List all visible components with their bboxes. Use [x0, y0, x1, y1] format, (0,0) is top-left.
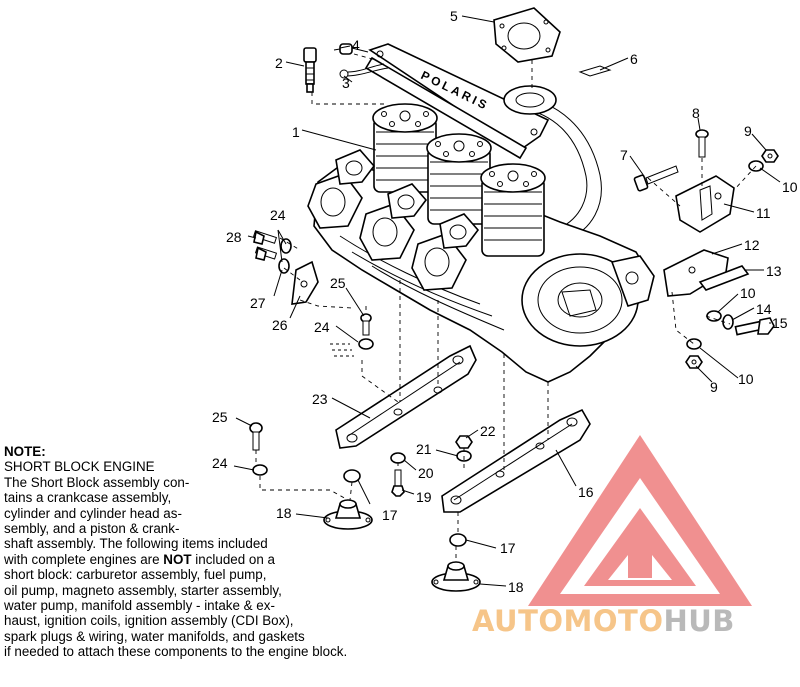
watermark-logo — [528, 435, 752, 606]
callout-15: 15 — [772, 315, 788, 331]
callout-4: 4 — [352, 37, 360, 53]
note-line: oil pump, magneto assembly, starter asse… — [4, 582, 282, 598]
callout-9-bottom: 9 — [710, 379, 718, 395]
callout-25-left: 25 — [212, 409, 228, 425]
callout-24-top: 24 — [270, 207, 286, 223]
rubber-mount-18-left — [323, 499, 373, 530]
note-title: SHORT BLOCK ENGINE — [4, 459, 155, 475]
callout-24-lower: 24 — [212, 455, 228, 471]
rubber-mount-18-right — [431, 561, 481, 592]
bolt-19 — [391, 469, 405, 497]
bracket-12 — [663, 249, 729, 297]
bolt-15 — [734, 317, 775, 336]
nut-9-bottom — [685, 355, 703, 369]
temp-sensor — [333, 43, 369, 55]
nut-9-top — [761, 149, 779, 163]
callout-20: 20 — [418, 465, 434, 481]
note-line: short block: carburetor assembly, fuel p… — [4, 567, 267, 583]
callout-10-mid: 10 — [740, 285, 756, 301]
callout-5: 5 — [450, 8, 458, 24]
callout-16: 16 — [578, 484, 594, 500]
callout-22: 22 — [480, 423, 496, 439]
callout-28: 28 — [226, 229, 242, 245]
leader-lines — [233, 15, 781, 587]
callout-18-left: 18 — [276, 505, 292, 521]
callout-10-top: 10 — [782, 179, 798, 195]
note-line: tains a crankcase assembly, — [4, 490, 172, 506]
nut-22 — [455, 435, 473, 449]
note-line-emphasis: with complete engines are NOT included o… — [4, 551, 275, 567]
note-line: spark plugs & wiring, water manifolds, a… — [4, 628, 305, 644]
note-line: cylinder and cylinder head as- — [4, 505, 182, 521]
callout-23: 23 — [312, 391, 328, 407]
washer-27-left — [278, 258, 290, 274]
note-line: water pump, manifold assembly - intake &… — [4, 598, 275, 614]
bolt-25-left — [249, 422, 263, 451]
bolt-8 — [695, 129, 709, 158]
spacer-13 — [698, 265, 750, 291]
cylinder-3 — [480, 163, 546, 257]
callout-13: 13 — [766, 263, 782, 279]
callout-14: 14 — [756, 301, 772, 317]
short-block-note: NOTE: SHORT BLOCK ENGINE The Short Block… — [4, 444, 424, 660]
watermark-text: AUTOMOTOHUB — [472, 604, 735, 638]
washer-10-mid — [706, 310, 722, 322]
callout-8: 8 — [692, 105, 700, 121]
callout-11: 11 — [756, 205, 771, 221]
note-line: sembly, and a piston & crank- — [4, 521, 180, 537]
callout-12: 12 — [744, 237, 760, 253]
callout-19: 19 — [416, 489, 432, 505]
callout-3: 3 — [342, 75, 350, 91]
note-line: haust, ignition coils, ignition assembly… — [4, 613, 294, 629]
engine-mount-16 — [441, 408, 591, 513]
engine-mount-23 — [335, 344, 477, 449]
bolt-7 — [633, 165, 679, 192]
washer-24-left — [280, 238, 292, 254]
washer-10-bottom — [686, 338, 702, 350]
callout-10-bottom: 10 — [738, 371, 754, 387]
callout-27: 27 — [250, 295, 266, 311]
note-line: The Short Block assembly con- — [4, 474, 190, 490]
callout-26: 26 — [272, 317, 288, 333]
note-line: if needed to attach these components to … — [4, 644, 348, 660]
callout-7: 7 — [620, 147, 628, 163]
bracket-11 — [675, 175, 735, 233]
bolt-25-mid — [360, 313, 372, 336]
cylinder-1 — [372, 103, 438, 193]
callout-17-left: 17 — [382, 507, 398, 523]
note-line: shaft assembly. The following items incl… — [4, 536, 268, 552]
callout-24-mid: 24 — [314, 319, 330, 335]
bracket-26 — [291, 260, 319, 305]
ignition-coil-rail — [364, 43, 550, 160]
callout-25-mid: 25 — [330, 275, 346, 291]
callout-6: 6 — [630, 51, 638, 67]
head-gasket — [493, 7, 561, 63]
callouts: 1 2 3 4 5 6 7 8 9 10 11 12 13 10 14 15 1… — [212, 8, 798, 595]
callout-2: 2 — [275, 55, 283, 71]
callout-18-right: 18 — [508, 579, 524, 595]
callout-1: 1 — [292, 124, 300, 140]
spark-plug — [303, 47, 317, 93]
washer-24-mid — [358, 338, 374, 350]
washer-17-right — [449, 533, 467, 547]
bolt-28 — [252, 230, 278, 261]
hardware-scrap — [330, 343, 354, 357]
callout-21: 21 — [416, 441, 432, 457]
engine-block: POLARIS — [307, 43, 655, 383]
callout-9-top: 9 — [744, 123, 752, 139]
note-heading: NOTE: — [4, 444, 46, 459]
callout-17-right: 17 — [500, 540, 516, 556]
wire-harness — [339, 63, 389, 79]
